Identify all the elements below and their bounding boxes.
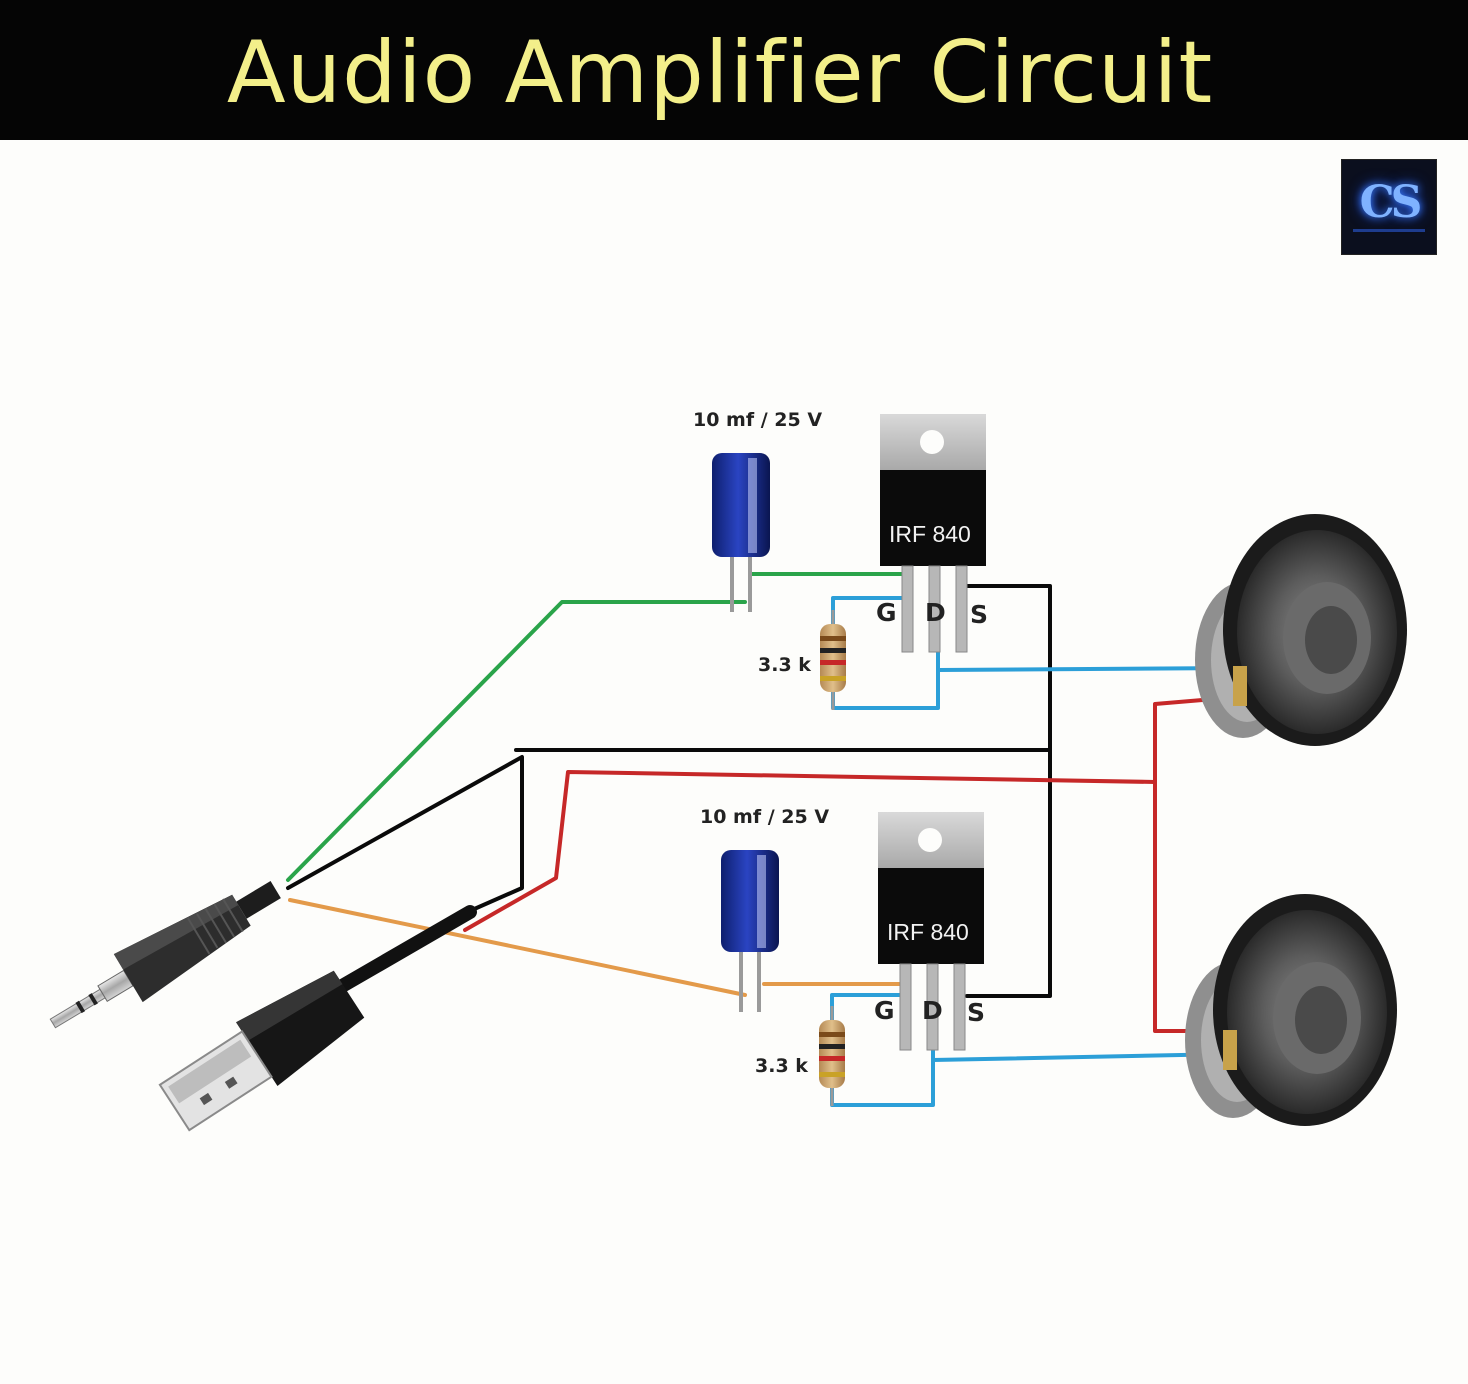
mosfet-top-label: IRF 840 — [889, 521, 971, 547]
pin-gate-bottom: G — [874, 996, 895, 1025]
mosfet-icon — [880, 414, 986, 653]
wire-green-signal — [286, 600, 747, 882]
pin-source-bottom: S — [967, 998, 985, 1027]
speaker-icon — [1195, 514, 1407, 746]
speaker-icon — [1185, 894, 1397, 1126]
capacitor-icon — [721, 850, 779, 1012]
pin-drain-bottom: D — [922, 996, 943, 1025]
wire-red-supply — [463, 770, 1157, 932]
resistor-icon — [819, 1006, 845, 1106]
wire-blue-drain-top — [831, 650, 940, 710]
wire-blue-drain-bottom — [830, 1046, 935, 1107]
header-bar — [0, 0, 1468, 140]
resistor-top-label: 3.3 k — [758, 654, 811, 676]
mosfet-bottom-label: IRF 840 — [887, 919, 969, 945]
logo-text: CS — [1359, 177, 1423, 228]
resistor-icon — [820, 610, 846, 710]
wire-black-ground — [286, 755, 524, 912]
wire-black-source-top — [965, 584, 1052, 998]
capacitor-top-label: 10 mf / 25 V — [693, 409, 822, 431]
mosfet-icon — [878, 812, 984, 1051]
logo-badge: CS — [1341, 159, 1437, 255]
usb-plug-icon — [158, 970, 365, 1132]
wire-blue-speaker-top — [936, 666, 1242, 672]
audio-jack-icon — [49, 880, 281, 1029]
pin-source-top: S — [970, 600, 988, 629]
wire-orange-signal — [288, 898, 747, 997]
page-title: Audio Amplifier Circuit — [226, 23, 1214, 123]
resistor-bottom-label: 3.3 k — [755, 1055, 808, 1077]
pin-gate-top: G — [876, 598, 897, 627]
usb-cable — [323, 905, 477, 1000]
capacitor-bottom-label: 10 mf / 25 V — [700, 806, 829, 828]
capacitor-icon — [712, 453, 770, 612]
wire-blue-gate-bottom — [830, 993, 909, 1026]
pin-drain-top: D — [925, 598, 946, 627]
wire-blue-speaker-bottom — [931, 1052, 1234, 1062]
